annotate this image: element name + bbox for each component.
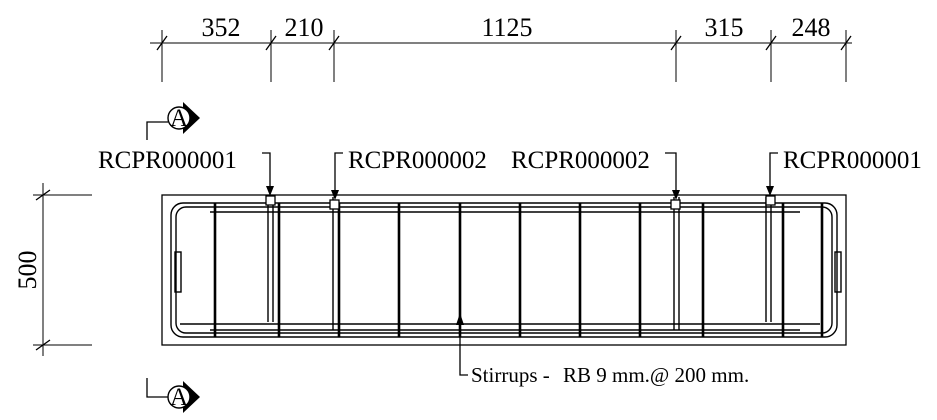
stirrup-note: Stirrups - RB 9 mm.@ 200 mm. [456, 313, 749, 387]
top-dimension-chain: 352 210 1125 315 248 [150, 13, 852, 82]
stirrup-note-text: RB 9 mm.@ 200 mm. [563, 363, 749, 387]
leader-line [262, 152, 271, 190]
leader-line [334, 152, 343, 194]
stirrup-note-prefix: Stirrups - [471, 363, 550, 387]
stirrups [213, 197, 824, 337]
coupler-box [329, 199, 340, 210]
coupler-label: RCPR000001 [783, 147, 922, 174]
coupler-label-4: RCPR000001 [766, 147, 922, 196]
leader-arrow-icon [766, 186, 774, 196]
leader-arrow-icon [331, 190, 339, 200]
leader-arrow-icon [456, 313, 464, 325]
dimension-tick [156, 35, 168, 51]
coupler-label: RCPR000001 [98, 147, 237, 174]
dimension-text: 1125 [481, 13, 532, 42]
leader-line [665, 152, 677, 194]
coupler-box [265, 195, 276, 206]
section-circle-icon [167, 106, 191, 130]
section-label: A [170, 384, 188, 411]
section-marker-top: A [146, 102, 200, 140]
end-hook [834, 251, 842, 293]
dimension-tick [265, 35, 277, 51]
leader-arrow-icon [672, 190, 680, 200]
coupler-label: RCPR000002 [348, 147, 487, 174]
dimension-tick [670, 35, 682, 51]
dimension-tick [35, 339, 51, 351]
dimension-tick [765, 35, 777, 51]
coupler-label-2: RCPR000002 [331, 147, 487, 200]
leader-arrow-icon [266, 186, 274, 196]
dimension-tick [35, 189, 51, 201]
beam-outline [161, 194, 847, 346]
main-bar-loop [175, 206, 833, 334]
section-marker-bottom: A [146, 378, 200, 413]
dimension-tick [840, 35, 852, 51]
coupler-label: RCPR000002 [511, 147, 650, 174]
dimension-text: 248 [792, 13, 831, 42]
dimension-tick [328, 35, 340, 51]
coupler-label-3: RCPR000002 [511, 147, 680, 200]
section-cut-line [146, 121, 168, 140]
leader-line [769, 152, 778, 190]
section-label: A [170, 105, 188, 132]
section-cut-line [146, 378, 168, 398]
coupler-markers [265, 195, 776, 210]
section-circle-icon [167, 385, 191, 409]
dimension-text: 500 [13, 251, 42, 290]
coupler-box [670, 199, 681, 210]
leader-line [459, 320, 468, 376]
coupler-label-1: RCPR000001 [98, 147, 274, 196]
dimension-text: 352 [202, 13, 241, 42]
dimension-text: 315 [705, 13, 744, 42]
dimension-text: 210 [285, 13, 324, 42]
end-hook [174, 251, 182, 293]
coupler-box [765, 195, 776, 206]
height-dimension: 500 [13, 183, 92, 356]
longitudinal-reinforcement [170, 202, 842, 338]
main-bar-loop [170, 202, 838, 338]
